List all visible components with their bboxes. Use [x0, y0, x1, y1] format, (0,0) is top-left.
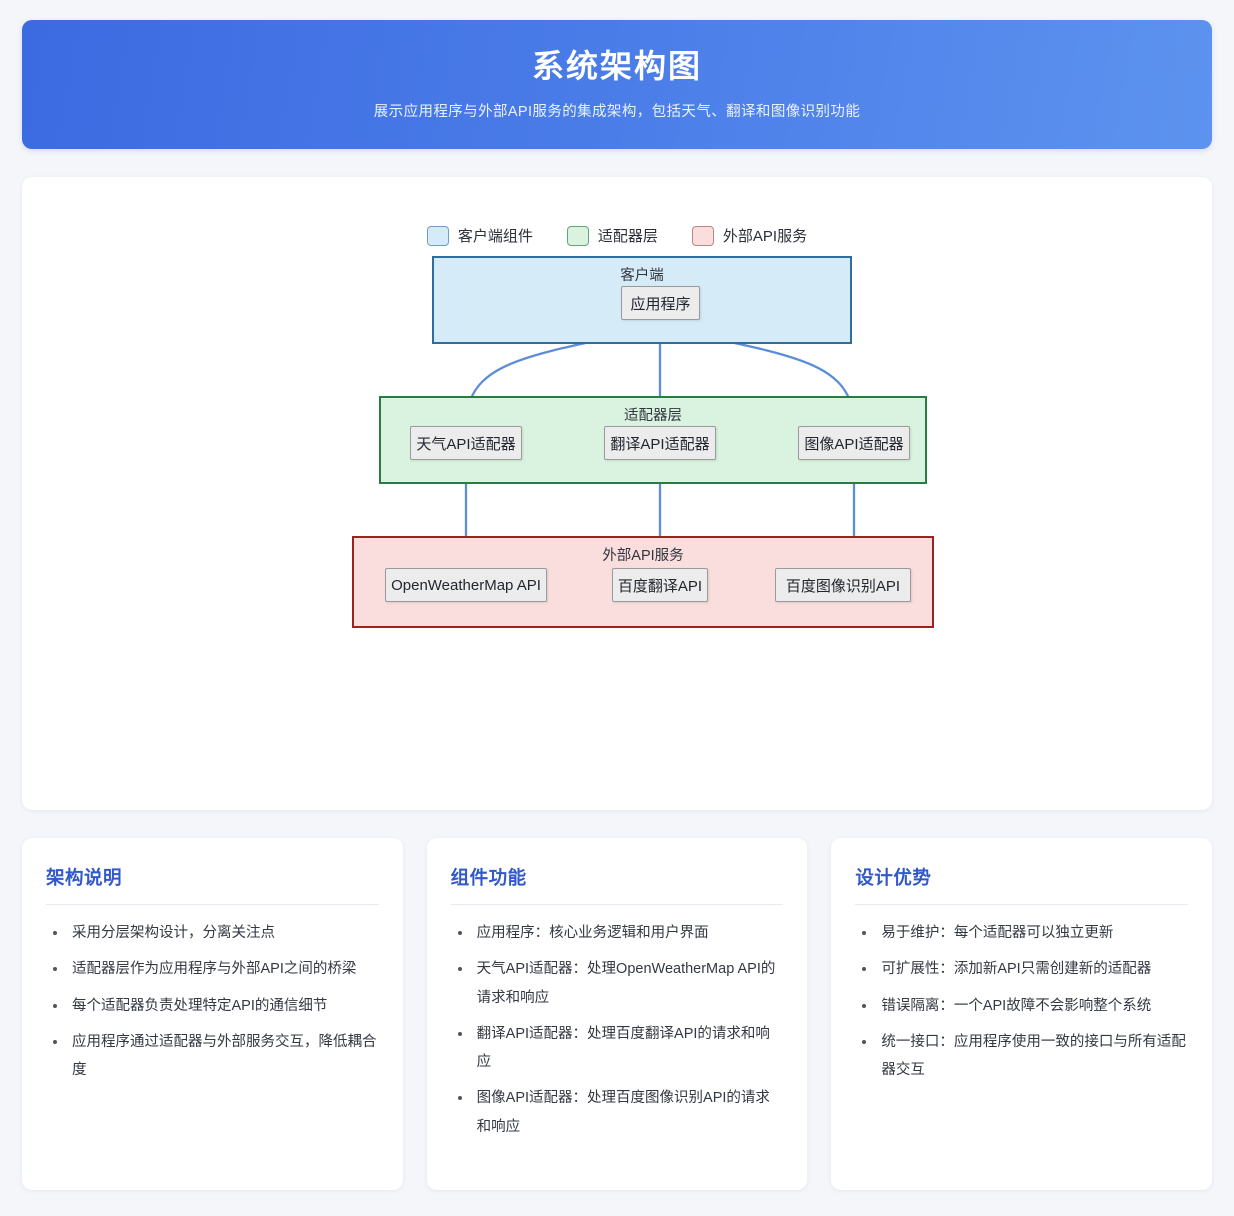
info-card-title-components: 组件功能 [450, 864, 784, 905]
list-item: 适配器层作为应用程序与外部API之间的桥梁 [68, 955, 379, 983]
legend-label-adapter: 适配器层 [597, 228, 658, 245]
info-list-components: 应用程序：核心业务逻辑和用户界面 天气API适配器：处理OpenWeatherM… [451, 919, 784, 1141]
info-cards: 架构说明 采用分层架构设计，分离关注点 适配器层作为应用程序与外部API之间的桥… [22, 838, 1213, 1190]
info-card-advantages: 设计优势 易于维护：每个适配器可以独立更新 可扩展性：添加新API只需创建新的适… [831, 838, 1213, 1190]
list-item: 翻译API适配器：处理百度翻译API的请求和响应 [473, 1020, 784, 1077]
layer-title-external-api: 外部API服务 [602, 548, 684, 564]
page-subtitle: 展示应用程序与外部API服务的集成架构，包括天气、翻译和图像识别功能 [373, 104, 861, 120]
legend-swatch-icon-api [691, 225, 714, 246]
node-image-api-adapter[interactable]: 图像API适配器 [798, 426, 910, 460]
info-card-title-advantages: 设计优势 [855, 864, 1189, 905]
legend-label-api: 外部API服务 [722, 228, 808, 245]
node-application[interactable]: 应用程序 [621, 286, 700, 320]
page-title: 系统架构图 [531, 48, 702, 84]
legend-swatch-icon-client [426, 225, 449, 246]
diagram-card: 客户端组件 适配器层 外部API服务 [22, 177, 1212, 810]
list-item: 可扩展性：添加新API只需创建新的适配器 [877, 955, 1188, 983]
architecture-diagram: 客户端 应用程序 适配器层 天气API适配器 翻译API适配器 图像API适配器… [42, 256, 1234, 776]
info-card-components: 组件功能 应用程序：核心业务逻辑和用户界面 天气API适配器：处理OpenWea… [426, 838, 808, 1190]
legend-item-client: 客户端组件 [426, 225, 533, 246]
info-card-architecture: 架构说明 采用分层架构设计，分离关注点 适配器层作为应用程序与外部API之间的桥… [22, 838, 403, 1190]
node-translate-api-adapter[interactable]: 翻译API适配器 [604, 426, 716, 460]
layer-title-adapter: 适配器层 [624, 408, 682, 424]
diagram-legend: 客户端组件 适配器层 外部API服务 [42, 225, 1192, 246]
list-item: 应用程序通过适配器与外部服务交互，降低耦合度 [68, 1028, 379, 1085]
node-weather-api-adapter[interactable]: 天气API适配器 [410, 426, 522, 460]
legend-label-client: 客户端组件 [457, 228, 533, 245]
legend-item-api: 外部API服务 [691, 225, 808, 246]
list-item: 每个适配器负责处理特定API的通信细节 [68, 992, 379, 1020]
legend-item-adapter: 适配器层 [566, 225, 658, 246]
list-item: 图像API适配器：处理百度图像识别API的请求和响应 [473, 1084, 784, 1141]
legend-swatch-icon-adapter [566, 225, 589, 246]
list-item: 应用程序：核心业务逻辑和用户界面 [473, 919, 784, 947]
list-item: 采用分层架构设计，分离关注点 [68, 919, 379, 947]
info-list-advantages: 易于维护：每个适配器可以独立更新 可扩展性：添加新API只需创建新的适配器 错误… [855, 919, 1188, 1084]
list-item: 天气API适配器：处理OpenWeatherMap API的请求和响应 [473, 955, 784, 1012]
info-card-title-architecture: 架构说明 [46, 864, 379, 905]
node-baidu-translate-api[interactable]: 百度翻译API [612, 568, 708, 602]
info-list-architecture: 采用分层架构设计，分离关注点 适配器层作为应用程序与外部API之间的桥梁 每个适… [46, 919, 379, 1084]
node-baidu-image-recognition-api[interactable]: 百度图像识别API [775, 568, 911, 602]
node-openweathermap-api[interactable]: OpenWeatherMap API [385, 568, 547, 602]
page-header: 系统架构图 展示应用程序与外部API服务的集成架构，包括天气、翻译和图像识别功能 [22, 20, 1212, 149]
list-item: 错误隔离：一个API故障不会影响整个系统 [877, 992, 1188, 1020]
list-item: 统一接口：应用程序使用一致的接口与所有适配器交互 [877, 1028, 1188, 1085]
layer-client: 客户端 [432, 256, 852, 344]
layer-title-client: 客户端 [620, 268, 664, 284]
list-item: 易于维护：每个适配器可以独立更新 [877, 919, 1188, 947]
